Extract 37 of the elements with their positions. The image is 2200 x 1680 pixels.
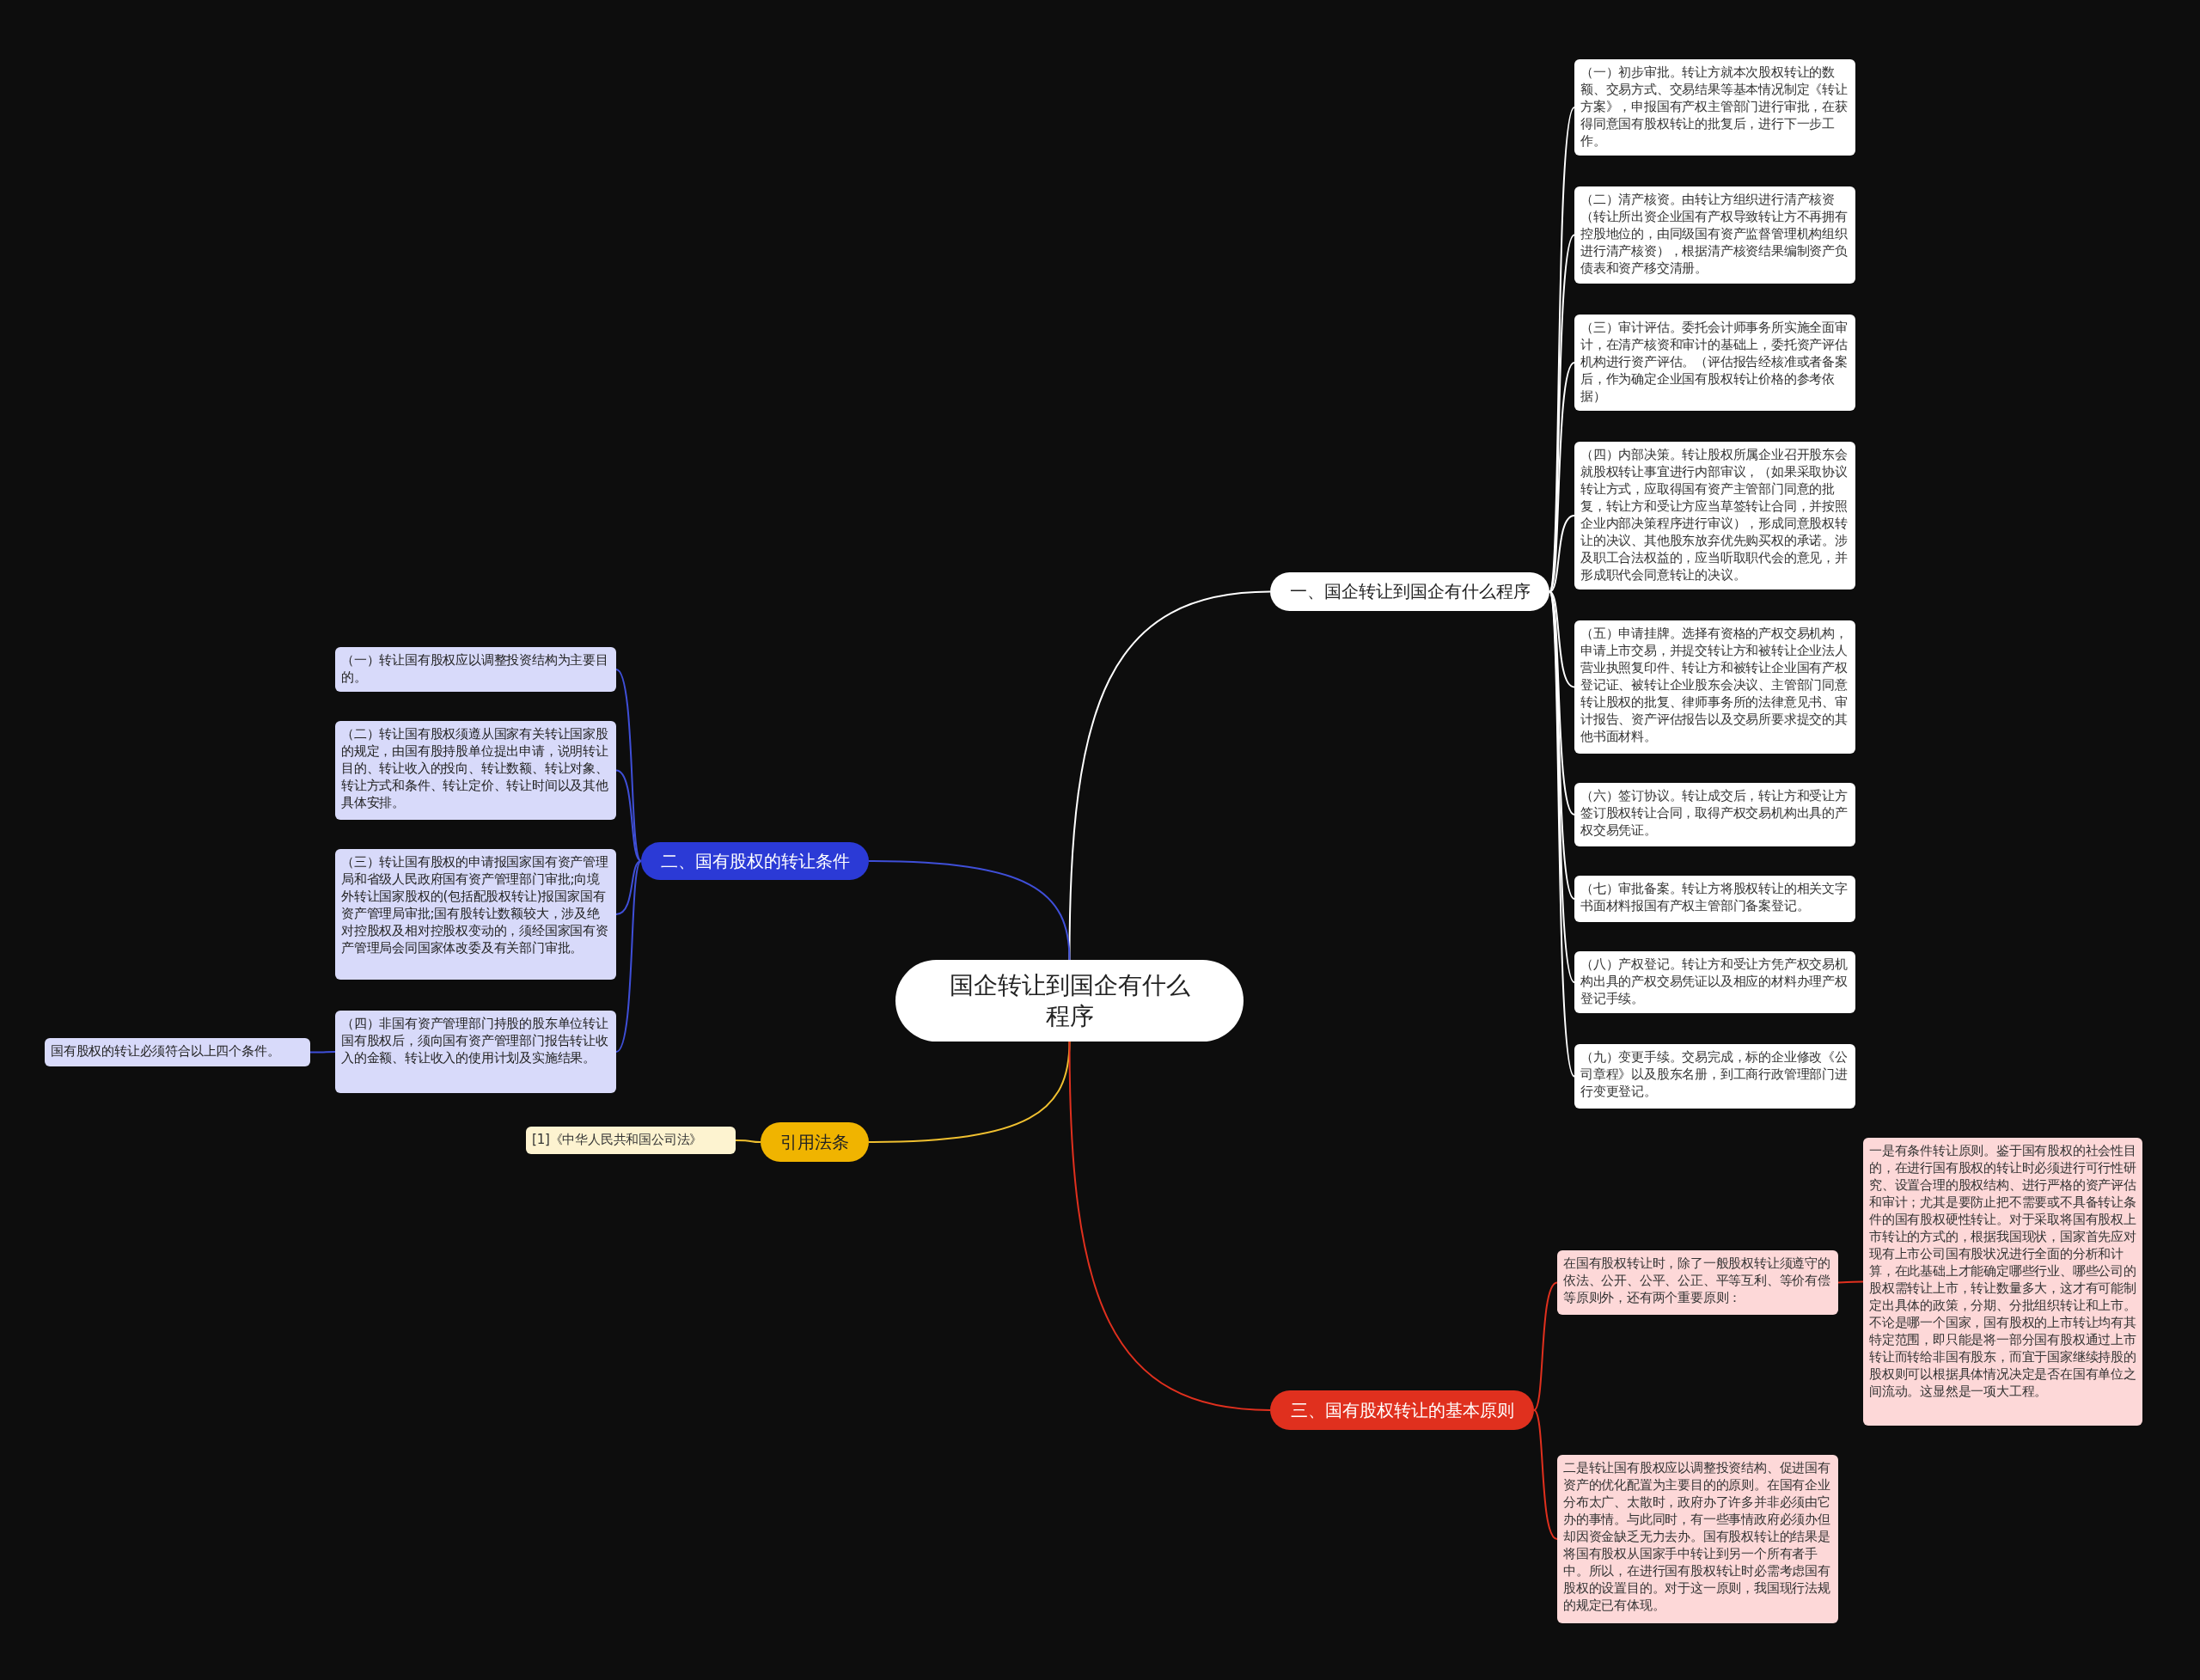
branch-topic: 二、国有股权的转让条件 xyxy=(641,842,869,880)
connector-line xyxy=(868,860,1071,961)
text-box: （三）审计评估。委托会计师事务所实施全面审计，在清产核资和审计的基础上，委托资产评估机构进行资产评估。（评估报告经核准或者备案后，作为确定企业国有股权转让价格的参考依据） xyxy=(1574,315,1855,411)
text-box: （五）申请挂牌。选择有资格的产权交易机构，申请上市交易，并提交转让方和被转让企业法人营业执照复印件、转让方和被转让企业国有产权登记证、被转让企业股东会决议、主管部门同意转让股权的批复、律师事务所的法律意见书、审计报告、资产评估报告以及交易所要求提交的其他书面材料。 xyxy=(1574,620,1855,754)
text-box: 二是转让国有股权应以调整投资结构、促进国有资产的优化配置为主要目的的原则。在国有企业分布太广、太散时，政府办了许多并非必须由它办的事情。与此同时，有一些事情政府必须办但却因资金缺乏无力去办。国有股权转让的结果是将国有股权从国家手中转让到另一个所有者手中。所以，在进行国有股权转让时必需考虑国有股权的设置目的。对于这一原则，我国现行法规的规定已有体现。 xyxy=(1557,1455,1838,1623)
text-box: （六）签订协议。转让成交后，转让方和受让方签订股权转让合同，取得产权交易机构出具的产权交易凭证。 xyxy=(1574,783,1855,846)
connector-line xyxy=(1533,1409,1558,1540)
root-topic: 国企转让到国企有什么程序 xyxy=(895,960,1244,1042)
text-box: （四）非国有资产管理部门持股的股东单位转让国有股权后，须向国有资产管理部门报告转让收入的金额、转让收入的使用计划及实施结果。 xyxy=(335,1011,616,1093)
connector-line xyxy=(1549,515,1575,593)
citation-box: [1]《中华人民共和国公司法》 xyxy=(526,1127,736,1154)
text-box: （二）转让国有股权须遵从国家有关转让国家股的规定，由国有股持股单位提出申请，说明转让目的、转让收入的投向、转让数额、转让对象、转让方式和条件、转让定价、转让时间以及其他具体安排。 xyxy=(335,721,616,820)
text-box: （一）初步审批。转让方就本次股权转让的数额、交易方式、交易结果等基本情况制定《转让方案》，申报国有产权主管部门进行审批，在获得同意国有股权转让的批复后，进行下一步工作。 xyxy=(1574,59,1855,156)
connector-line xyxy=(1533,1281,1558,1411)
connector-line xyxy=(868,1041,1071,1143)
text-box: （三）转让国有股权的申请报国家国有资产管理局和省级人民政府国有资产管理部门审批;向境外转让国家股权的(包括配股权转让)报国家国有资产管理局审批;国有股转让数额较大，涉及绝对控股权及相对控股权变动的，须经国家国有资产管理局会同国家体改委及有关部门审批。 xyxy=(335,849,616,980)
connector-line xyxy=(615,860,642,1053)
connector-line xyxy=(735,1139,761,1143)
connector-line xyxy=(309,1051,336,1054)
connector-line xyxy=(1549,362,1575,593)
text-box: （七）审批备案。转让方将股权转让的相关文字书面材料报国有产权主管部门备案登记。 xyxy=(1574,876,1855,922)
connector-line xyxy=(615,769,642,862)
text-box: （四）内部决策。转让股权所属企业召开股东会就股权转让事宜进行内部审议，（如果采取协议转让方式，应取得国有资产主管部门同意的批复，转让方和受让方应当草签转让合同，并按照企业内部决策程序进行审议），形成同意股权转让的决议、其他股东放弃优先购买权的承诺。涉及职工合法权益的，应当听取职代会的意见，并形成职代会同意转让的决议。 xyxy=(1574,442,1855,590)
text-box: （八）产权登记。转让方和受让方凭产权交易机构出具的产权交易凭证以及相应的材料办理产权登记手续。 xyxy=(1574,951,1855,1013)
connector-line xyxy=(615,860,642,915)
text-box: 国有股权的转让必须符合以上四个条件。 xyxy=(45,1038,310,1066)
text-box: （一）转让国有股权应以调整投资结构为主要目的。 xyxy=(335,647,616,692)
branch-topic: 一、国企转让到国企有什么程序 xyxy=(1270,572,1549,611)
text-box: （二）清产核资。由转让方组织进行清产核资（转让所出资企业国有产权导致转让方不再拥有控股地位的，由同级国有资产监督管理机构组织进行清产核资），根据清产核资结果编制资产负债表和资产移交清册。 xyxy=(1574,186,1855,284)
text-box: 一是有条件转让原则。鉴于国有股权的社会性目的，在进行国有股权的转让时必须进行可行性研究、设置合理的股权结构、进行严格的资产评估和审计；尤其是要防止把不需要或不具备转让条件的国有股权硬性转让。对于采取将国有股权上市转让的方式的，根据我国现状，国家首先应对现有上市公司国有股状况进行全面的分析和计算，在此基础上才能确定哪些行业、哪些公司的股权需转让上市，转让数量多大，这才有可能制定出具体的政策，分期、分批组织转让和上市。不论是哪一个国家，国有股权的上市转让均有其特定范围，即只能是将一部分国有股权通过上市转让而转给非国有股东，而宜于国家继续持股的股权则可以根据具体情况决定是否在国有单位之间流动。这显然是一项大工程。 xyxy=(1863,1138,2142,1426)
branch-topic: 引用法条 xyxy=(761,1122,869,1162)
connector-line xyxy=(1837,1280,1864,1284)
connector-line xyxy=(1068,1041,1271,1411)
text-box: 在国有股权转让时，除了一般股权转让须遵守的依法、公开、公平、公正、平等互利、等价有偿等原则外，还有两个重要原则： xyxy=(1557,1250,1838,1315)
connector-line xyxy=(1549,590,1575,688)
text-box: （九）变更手续。交易完成，标的企业修改《公司章程》以及股东名册，到工商行政管理部门进行变更登记。 xyxy=(1574,1044,1855,1109)
branch-topic: 三、国有股权转让的基本原则 xyxy=(1270,1390,1534,1430)
